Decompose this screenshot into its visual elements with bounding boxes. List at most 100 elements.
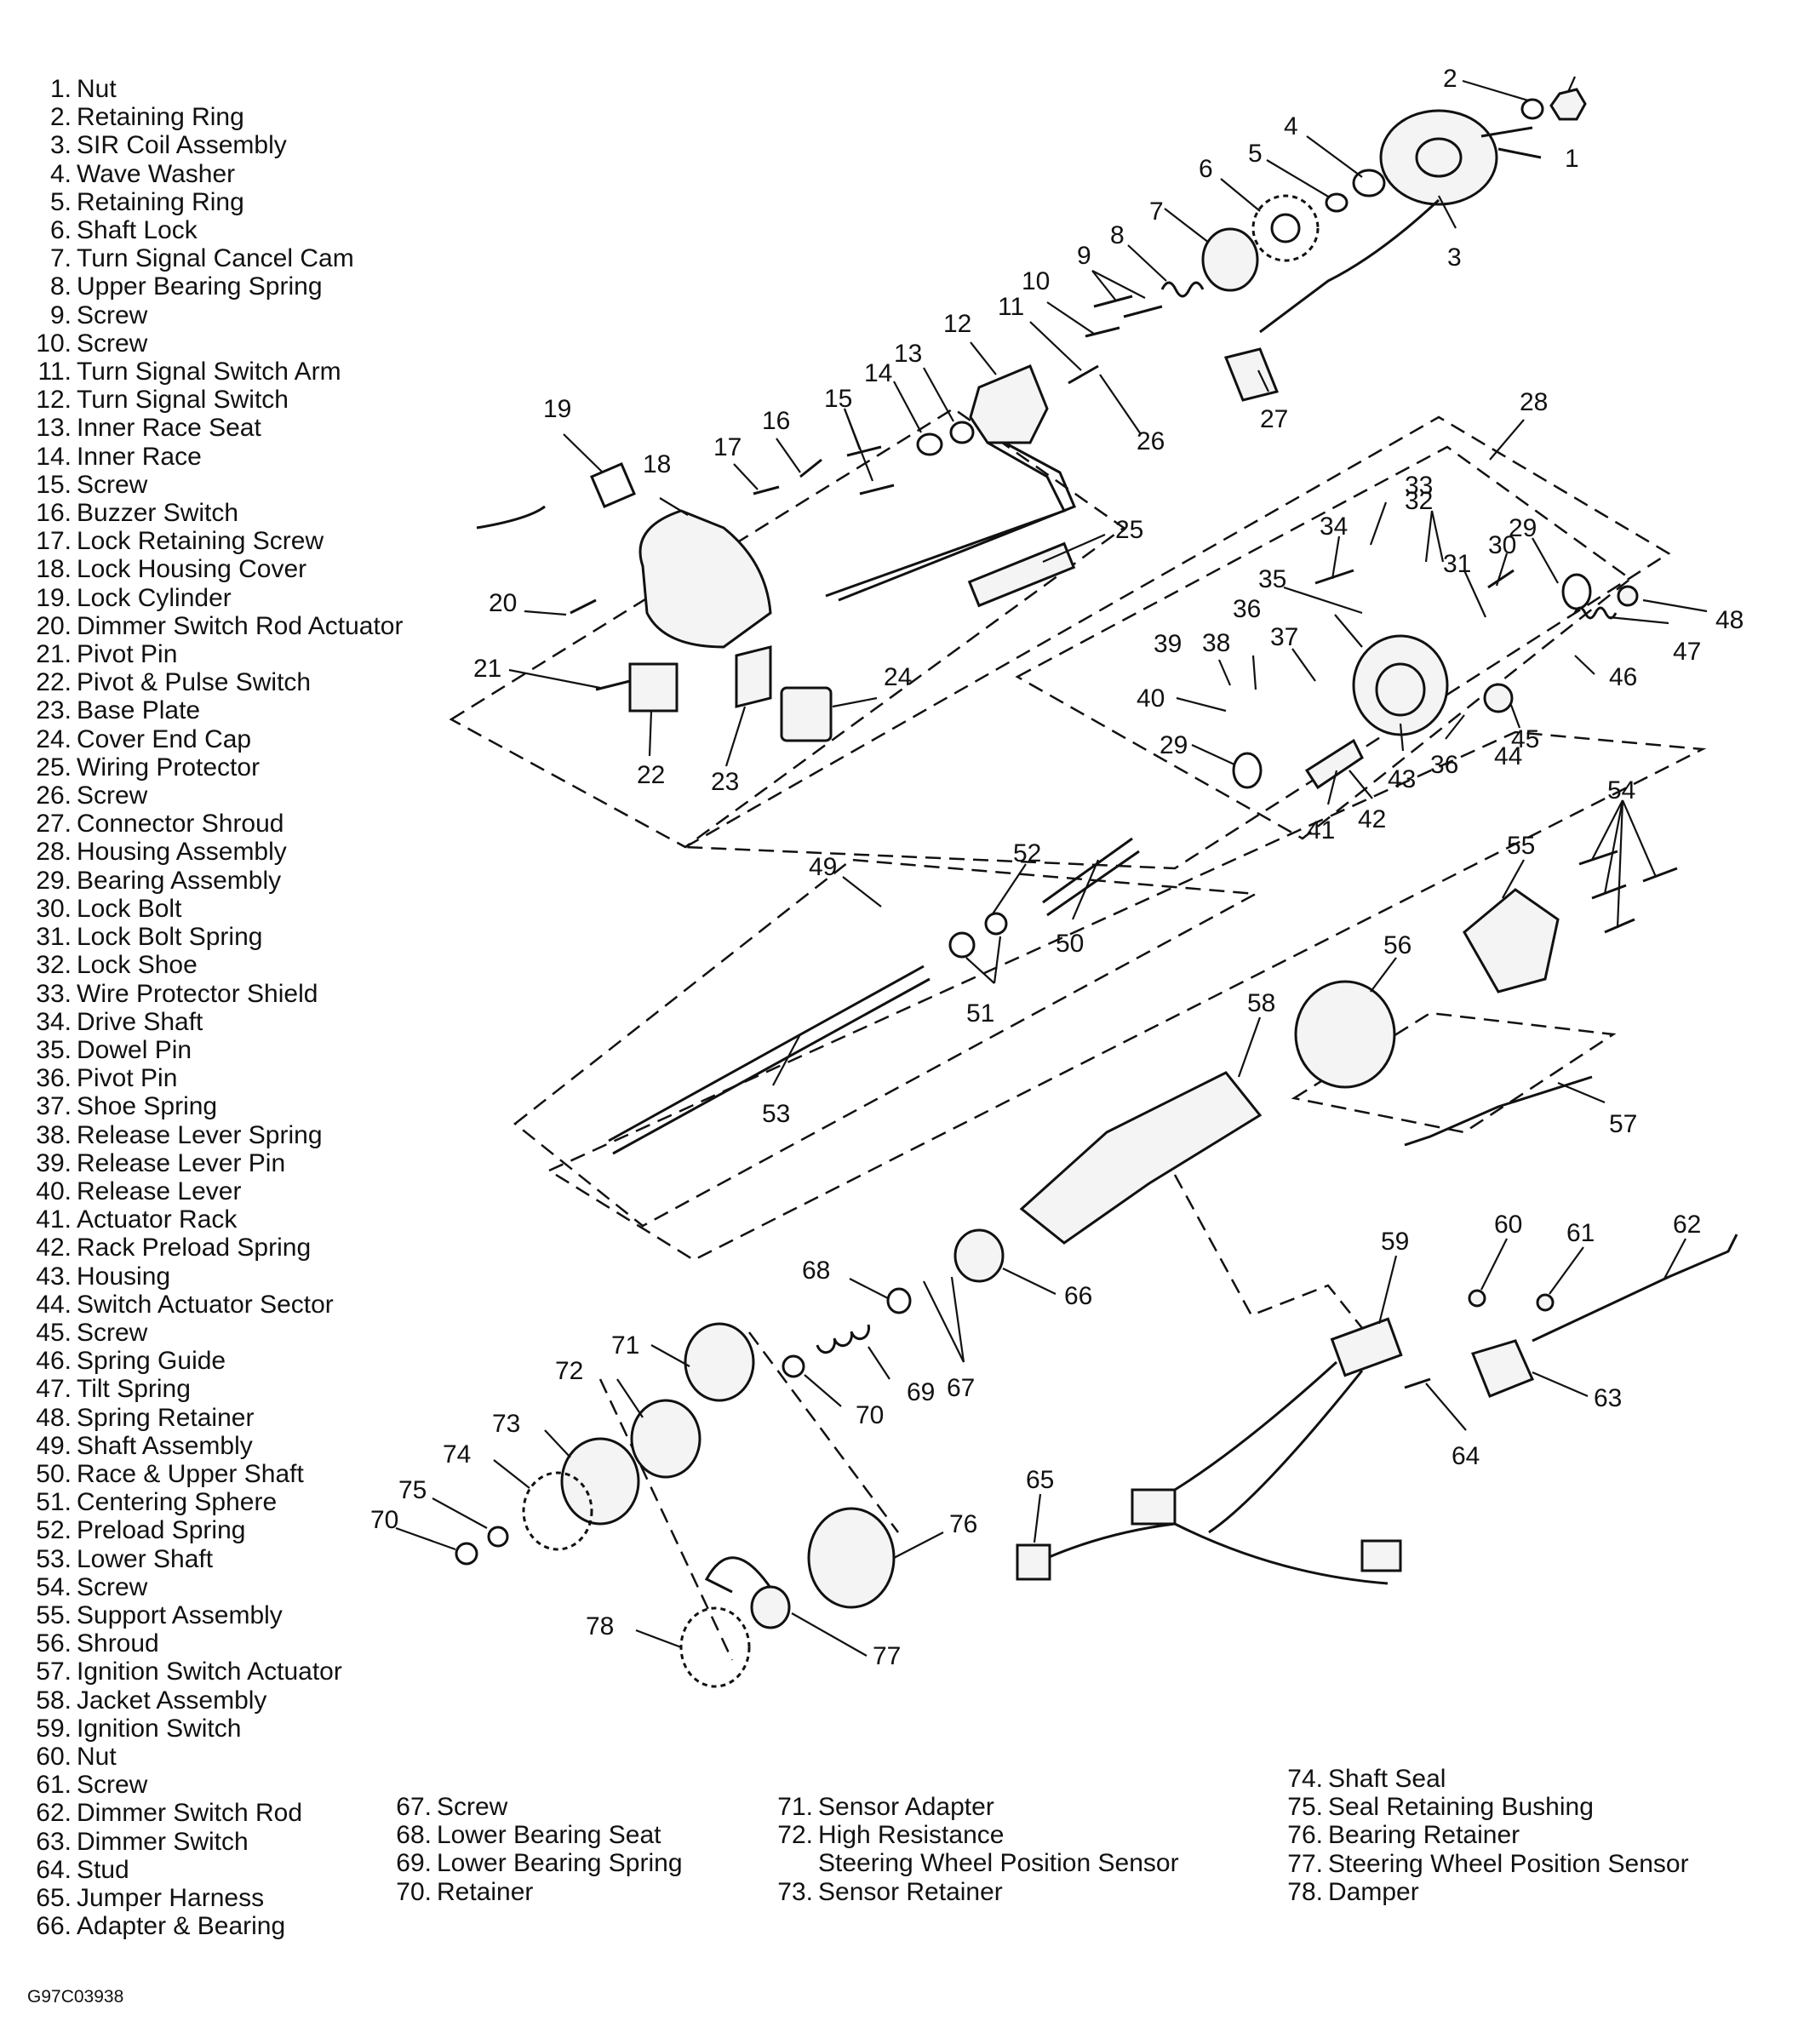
legend-entry: 57.Ignition Switch Actuator bbox=[27, 1658, 453, 1686]
legend-number: 68. bbox=[396, 1821, 432, 1850]
legend-entry: 9.Screw bbox=[27, 301, 453, 329]
callout: 72 bbox=[555, 1357, 583, 1385]
legend-entry: 54.Screw bbox=[27, 1573, 453, 1601]
legend-number: 63. bbox=[36, 1827, 72, 1856]
legend-entry: 70.Retainer bbox=[387, 1878, 683, 1906]
legend-label: Dimmer Switch Rod Actuator bbox=[77, 611, 404, 640]
legend-entry: 52.Preload Spring bbox=[27, 1516, 453, 1544]
wiring-protector-part bbox=[967, 541, 1076, 608]
legend-label: Bearing Assembly bbox=[77, 866, 282, 895]
callout: 16 bbox=[762, 407, 790, 435]
legend-entry: 47.Tilt Spring bbox=[27, 1375, 453, 1403]
legend-number: 3. bbox=[49, 131, 72, 160]
legend-number: 26. bbox=[36, 782, 72, 810]
callout: 43 bbox=[1388, 765, 1416, 793]
sir-coil-wire-part bbox=[1259, 198, 1440, 334]
legend-entry: 37.Shoe Spring bbox=[27, 1092, 453, 1120]
legend-number: 11. bbox=[37, 358, 72, 386]
callout: 75 bbox=[398, 1476, 427, 1504]
legend-label: Wiring Protector bbox=[77, 753, 261, 782]
callout: 31 bbox=[1443, 550, 1471, 578]
legend-label: Lower Bearing Seat bbox=[437, 1821, 661, 1850]
retaining-ring-2-part bbox=[1520, 98, 1544, 120]
lock-housing-cover-part bbox=[638, 509, 772, 649]
retaining-ring-5-part bbox=[1325, 192, 1348, 213]
legend-number: 49. bbox=[36, 1431, 72, 1460]
legend-number: 29. bbox=[36, 866, 72, 895]
legend-label: Cover End Cap bbox=[77, 724, 252, 753]
legend-number: 59. bbox=[36, 1714, 72, 1743]
legend-label: Screw bbox=[77, 329, 148, 358]
legend-label: Housing Assembly bbox=[77, 838, 287, 867]
legend-number: 10. bbox=[36, 329, 72, 358]
legend-label: Retaining Ring bbox=[77, 187, 244, 216]
legend-entry: 40.Release Lever bbox=[27, 1177, 453, 1205]
legend-label: Wave Washer bbox=[77, 159, 236, 188]
legend-label: Switch Actuator Sector bbox=[77, 1290, 334, 1319]
pivot-pin-21-part bbox=[595, 679, 631, 691]
legend-label: Support Assembly bbox=[77, 1600, 283, 1629]
legend-entry: 67.Screw bbox=[387, 1793, 683, 1821]
callout: 23 bbox=[711, 768, 739, 796]
stud-part bbox=[1404, 1377, 1431, 1389]
legend-label: Lock Cylinder bbox=[77, 583, 232, 612]
legend-label: Ignition Switch Actuator bbox=[77, 1658, 342, 1686]
legend-number: 71. bbox=[777, 1793, 813, 1821]
callout: 65 bbox=[1026, 1466, 1054, 1494]
callout: 29 bbox=[1160, 731, 1188, 759]
legend-number: 24. bbox=[36, 724, 72, 753]
turn-signal-switch-arm-part bbox=[1068, 364, 1099, 385]
legend-entry: 12.Turn Signal Switch bbox=[27, 386, 453, 414]
leader-lines bbox=[395, 76, 1708, 1657]
callout: 20 bbox=[489, 589, 517, 617]
callout: 13 bbox=[894, 340, 922, 368]
callout: 47 bbox=[1673, 638, 1701, 666]
legend-number: 61. bbox=[36, 1771, 72, 1800]
legend-number: 50. bbox=[36, 1459, 72, 1488]
callout: 58 bbox=[1247, 989, 1275, 1017]
callout: 74 bbox=[443, 1440, 471, 1469]
legend-entry: 33.Wire Protector Shield bbox=[27, 980, 453, 1008]
legend-entry: Steering Wheel Position Sensor bbox=[769, 1849, 1179, 1877]
pivot-pulse-switch-part bbox=[628, 662, 679, 713]
legend-number: 38. bbox=[36, 1120, 72, 1149]
callout: 32 bbox=[1405, 487, 1433, 515]
legend-number: 40. bbox=[36, 1177, 72, 1205]
legend-number: 76. bbox=[1287, 1821, 1323, 1850]
legend-label: Preload Spring bbox=[77, 1516, 246, 1545]
legend-number: 32. bbox=[36, 951, 72, 980]
legend-label: Adapter & Bearing bbox=[77, 1912, 286, 1941]
legend-number: 45. bbox=[36, 1318, 72, 1347]
callout: 36 bbox=[1233, 595, 1261, 623]
callout: 67 bbox=[947, 1374, 975, 1402]
callout: 77 bbox=[873, 1642, 901, 1670]
steering-wheel-position-sensor-part bbox=[750, 1585, 791, 1629]
legend-label: Housing bbox=[77, 1262, 171, 1291]
legend-number: 39. bbox=[36, 1148, 72, 1177]
legend-entry: 45.Screw bbox=[27, 1319, 453, 1347]
jacket-assembly-part bbox=[1019, 1071, 1263, 1245]
sensor-cable-part bbox=[704, 1556, 772, 1594]
legend-label: Shaft Lock bbox=[77, 216, 198, 245]
legend-entry: 3.SIR Coil Assembly bbox=[27, 131, 453, 159]
cover-end-cap-part bbox=[780, 686, 833, 742]
lower-bearing-spring-part bbox=[816, 1324, 870, 1354]
bearing-assembly-29-upper-part bbox=[1561, 573, 1592, 610]
legend-number: 25. bbox=[36, 753, 72, 782]
legend-number: 73. bbox=[777, 1877, 813, 1906]
legend-label: Jumper Harness bbox=[77, 1884, 265, 1912]
callout: 14 bbox=[864, 359, 892, 387]
legend-number: 20. bbox=[36, 611, 72, 640]
legend-number: 16. bbox=[36, 499, 72, 528]
callout: 4 bbox=[1284, 112, 1298, 140]
legend-label: Screw bbox=[77, 782, 148, 810]
legend-number: 43. bbox=[36, 1262, 72, 1291]
legend-label: Lock Bolt Spring bbox=[77, 923, 263, 952]
housing-part bbox=[1352, 634, 1449, 736]
callout: 69 bbox=[907, 1378, 935, 1406]
legend-number: 78. bbox=[1287, 1877, 1323, 1906]
legend-number: 70. bbox=[396, 1877, 432, 1906]
legend-number: 72. bbox=[777, 1821, 813, 1850]
